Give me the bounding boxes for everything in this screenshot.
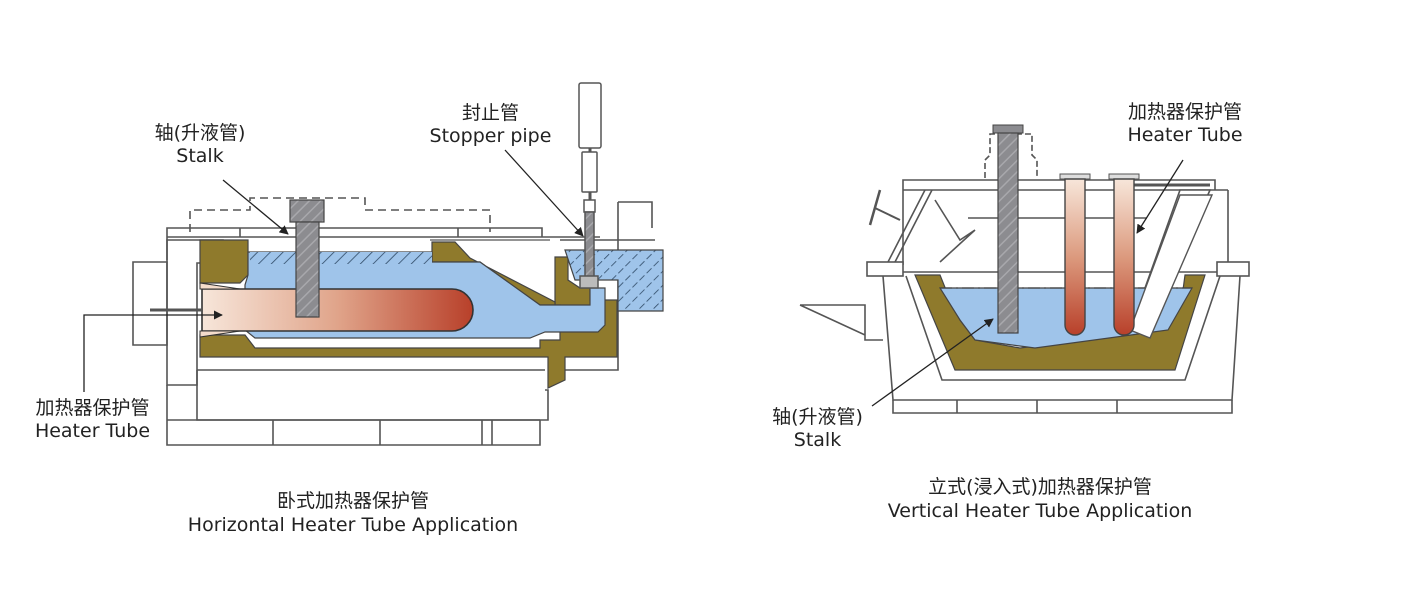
valve-stem xyxy=(874,207,901,221)
vertical-caption-zh: 立式(浸入式)加热器保护管 xyxy=(928,476,1152,498)
molten-metal-surface-hatch xyxy=(250,252,432,264)
horizontal-heater-tube xyxy=(201,288,474,332)
horizontal-caption-en: Horizontal Heater Tube Application xyxy=(187,514,519,536)
dashed-cover-outline xyxy=(189,197,491,232)
horizontal-furnace-diagram xyxy=(132,197,655,446)
left-end-block xyxy=(132,261,168,346)
horizontal-heater-label-en: Heater Tube xyxy=(34,420,151,442)
vertical-stalk-label-en: Stalk xyxy=(793,429,842,451)
vertical-caption: 立式(浸入式)加热器保护管 Vertical Heater Tube Appli… xyxy=(850,475,1230,523)
stopper-pipe xyxy=(578,82,602,289)
vertical-stalk xyxy=(992,124,1024,334)
base-frame xyxy=(166,370,549,446)
vertical-heater-label: 加热器保护管 Heater Tube xyxy=(1110,101,1260,147)
horizontal-refractory xyxy=(199,239,618,389)
vertical-heater-tubes xyxy=(1059,173,1140,336)
heater-flange xyxy=(199,282,241,338)
horizontal-stalk-label: 轴(升液管) Stalk xyxy=(140,122,260,168)
horizontal-stalk-label-en: Stalk xyxy=(176,145,224,167)
vertical-heater-label-zh: 加热器保护管 xyxy=(1127,101,1242,123)
horizontal-heater-label-zh: 加热器保护管 xyxy=(35,397,150,419)
stopper-pipe-label-zh: 封止管 xyxy=(461,102,519,124)
inclined-port xyxy=(887,189,976,263)
inclined-sleeve-front xyxy=(1129,194,1214,339)
left-rim-flange xyxy=(866,261,904,277)
horizontal-heater-label: 加热器保护管 Heater Tube xyxy=(20,397,165,443)
horizontal-stalk xyxy=(289,199,325,318)
vertical-furnace-diagram xyxy=(799,133,1250,414)
pouring-spout xyxy=(799,304,883,341)
horizontal-stalk-label-zh: 轴(升液管) xyxy=(154,122,246,144)
stopper-pipe-label-en: Stopper pipe xyxy=(429,125,552,147)
right-rim-flange xyxy=(1216,261,1250,277)
heater-tube-1 xyxy=(1064,178,1086,336)
vertical-stalk-leader-line xyxy=(871,318,994,407)
vertical-stalk-label-zh: 轴(升液管) xyxy=(772,406,863,428)
vertical-heater-label-en: Heater Tube xyxy=(1127,124,1243,146)
vertical-heater-leader-line xyxy=(1136,159,1184,234)
vertical-stalk-label: 轴(升液管) Stalk xyxy=(755,406,880,452)
stopper-pipe-label: 封止管 Stopper pipe xyxy=(418,102,563,148)
heater-leader-line xyxy=(83,310,223,392)
horizontal-caption-zh: 卧式加热器保护管 xyxy=(276,490,429,512)
stopper-leader-line xyxy=(504,149,584,237)
vertical-caption-en: Vertical Heater Tube Application xyxy=(887,500,1193,522)
furnace-lid xyxy=(902,179,1216,190)
valve-handle xyxy=(868,189,882,226)
furnace-base xyxy=(892,400,1233,414)
crucible-casing xyxy=(905,275,1221,381)
horizontal-caption: 卧式加热器保护管 Horizontal Heater Tube Applicat… xyxy=(153,489,553,537)
furnace-outer-body xyxy=(882,275,1241,401)
stalk-leader-line xyxy=(222,179,289,235)
heater-tube-2 xyxy=(1113,178,1135,336)
